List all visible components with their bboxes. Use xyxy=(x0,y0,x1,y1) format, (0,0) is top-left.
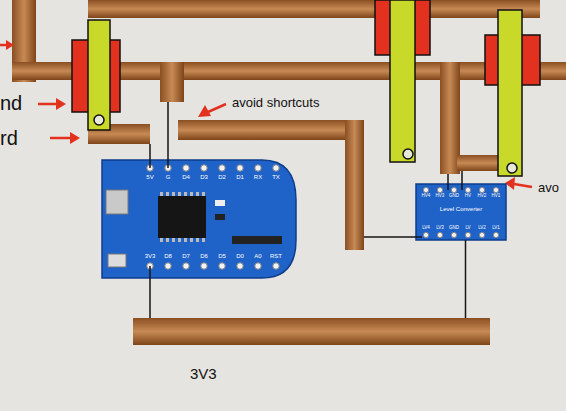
side-label: rd xyxy=(0,128,18,148)
pin-label: GND xyxy=(449,226,459,231)
pin-label: TX xyxy=(272,174,280,180)
copper-strip: 3V3 xyxy=(133,318,490,345)
wire-connector xyxy=(465,240,467,318)
pin-label: HV1 xyxy=(492,194,501,199)
pin-label: D4 xyxy=(182,174,190,180)
note-text: avoid shortcuts xyxy=(232,96,319,109)
sensor-parts xyxy=(72,0,540,176)
level-converter-board xyxy=(416,184,506,240)
pin-label: HV2 xyxy=(478,194,487,199)
pin-label: G xyxy=(166,174,171,180)
pin-label: LV2 xyxy=(478,226,486,231)
board-title: Level Converter xyxy=(416,206,506,213)
pin-label: D0 xyxy=(236,253,244,259)
d1-mini-board xyxy=(102,160,296,278)
pin-label: LV4 xyxy=(422,226,430,231)
pin-label: D7 xyxy=(182,253,190,259)
pin-label: LV3 xyxy=(436,226,444,231)
pin-label: A0 xyxy=(254,253,261,259)
note-text: avo xyxy=(538,181,559,194)
pin-label: GND xyxy=(449,194,459,199)
pin-label: HV xyxy=(465,194,471,199)
pin-label: HV4 xyxy=(422,194,431,199)
hookup-wires xyxy=(150,102,462,318)
pin-label: D1 xyxy=(236,174,244,180)
converter-board: Level Converter xyxy=(416,184,506,240)
pin-label: LV xyxy=(465,226,470,231)
pin-label: HV3 xyxy=(436,194,445,199)
pin-label: RST xyxy=(270,253,282,259)
pin-label: RX xyxy=(254,174,262,180)
pin-label: D8 xyxy=(164,253,172,259)
pin-label: D6 xyxy=(200,253,208,259)
pin-label: LV1 xyxy=(492,226,500,231)
strip-label: 3V3 xyxy=(190,366,217,383)
pin-label: D3 xyxy=(200,174,208,180)
pin-label: D5 xyxy=(218,253,226,259)
side-label: nd xyxy=(0,93,22,113)
pin-label: 5V xyxy=(146,174,153,180)
pin-label: 3V3 xyxy=(145,253,156,259)
pin-label: D2 xyxy=(218,174,226,180)
